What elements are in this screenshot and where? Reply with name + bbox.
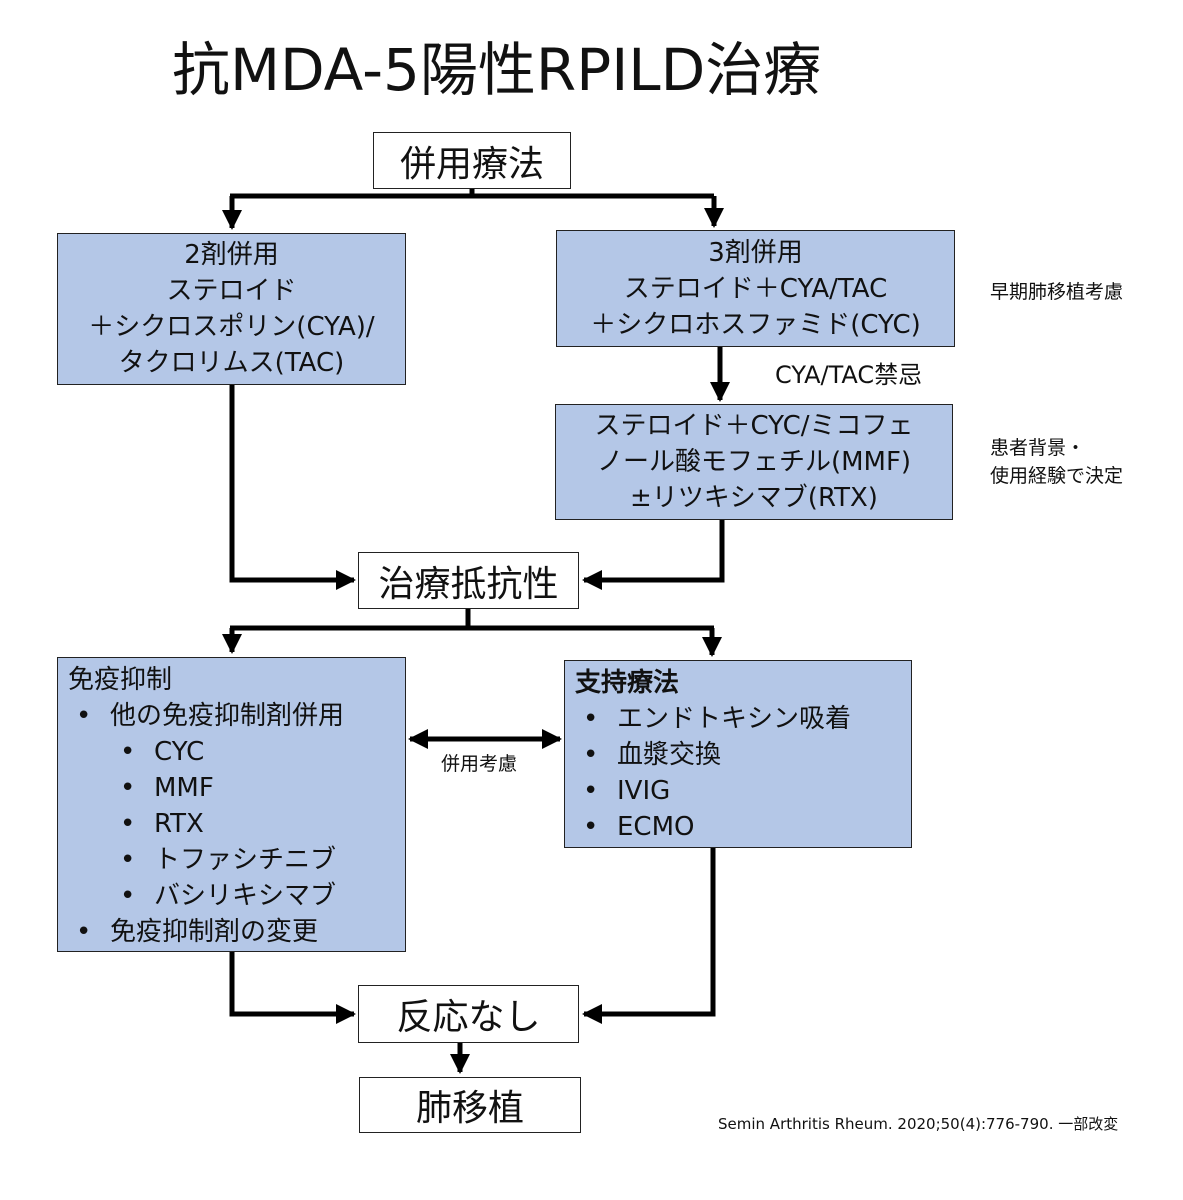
arrow-dual-to-resistant [229,385,356,590]
bullet-dot: • [583,776,599,806]
no-response-box: 反応なし [358,985,579,1043]
bullet-dot: • [120,737,136,767]
page-title: 抗MDA-5陽性RPILD治療 [172,36,822,104]
support-item: •エンドトキシン吸着 [575,701,911,737]
combo-therapy-box: 併用療法 [373,132,571,189]
support-item: •IVIG [575,773,911,809]
alt-line-3: ±リツキシマブ(RTX) [630,483,878,513]
bullet-dot: • [76,917,92,947]
bullet-dot: • [583,704,599,734]
dual-line-4: タクロリムス(TAC) [118,348,345,378]
bullet-dot: • [120,881,136,911]
arrow-alt-to-resistant [582,520,725,590]
immuno-item: •免疫抑制剤の変更 [68,914,405,950]
dual-line-1: 2剤併用 [184,240,279,270]
immuno-subitem: •RTX [68,806,405,842]
citation: Semin Arthritis Rheum. 2020;50(4):776-79… [718,1115,1119,1133]
immunosuppression-box: 免疫抑制 •他の免疫抑制剤併用 •CYC •MMF •RTX •トファシチニブ … [57,657,406,952]
support-item: •ECMO [575,809,911,845]
support-heading: 支持療法 [575,668,680,698]
alt-line-2: ノール酸モフェチル(MMF) [596,447,912,477]
immuno-subitem: •MMF [68,770,405,806]
triple-line-3: ＋シクロホスファミド(CYC) [590,309,921,340]
note-decide-line-2: 使用経験で決定 [990,465,1124,487]
bullet-dot: • [583,812,599,842]
note-combination-consider: 併用考慮 [441,753,518,775]
note-contraindication: CYA/TAC禁忌 [775,361,923,389]
triple-line-1: 3剤併用 [708,237,803,268]
alt-line-1: ステロイド＋CYC/ミコフェ [594,411,914,441]
note-early-transplant: 早期肺移植考慮 [990,281,1124,303]
alternative-therapy-box: ステロイド＋CYC/ミコフェ ノール酸モフェチル(MMF) ±リツキシマブ(RT… [555,404,953,520]
immuno-item: •他の免疫抑制剤併用 [68,698,405,734]
dual-line-3: ＋シクロスポリン(CYA)/ [88,312,375,342]
note-decide-line-1: 患者背景・ [990,437,1086,459]
arrow-support-to-noresponse [582,848,716,1024]
immuno-heading: 免疫抑制 [68,665,173,695]
supportive-therapy-box: 支持療法 •エンドトキシン吸着 •血漿交換 •IVIG •ECMO [564,660,912,848]
treatment-resistant-box: 治療抵抗性 [358,552,579,609]
arrow-immuno-to-noresponse [229,952,356,1024]
bullet-dot: • [76,701,92,731]
bullet-dot: • [120,845,136,875]
immuno-subitem: •CYC [68,734,405,770]
immuno-subitem: •トファシチニブ [68,842,405,878]
immuno-subitem: •バシリキシマブ [68,878,405,914]
triple-therapy-box: 3剤併用 ステロイド＋CYA/TAC ＋シクロホスファミド(CYC) [556,230,955,347]
bullet-dot: • [120,809,136,839]
dual-therapy-box: 2剤併用 ステロイド ＋シクロスポリン(CYA)/ タクロリムス(TAC) [57,233,406,385]
dual-line-2: ステロイド [166,276,297,306]
bullet-dot: • [583,740,599,770]
triple-line-2: ステロイド＋CYA/TAC [623,273,888,304]
support-item: •血漿交換 [575,737,911,773]
bullet-dot: • [120,773,136,803]
lung-transplant-box: 肺移植 [359,1077,581,1133]
